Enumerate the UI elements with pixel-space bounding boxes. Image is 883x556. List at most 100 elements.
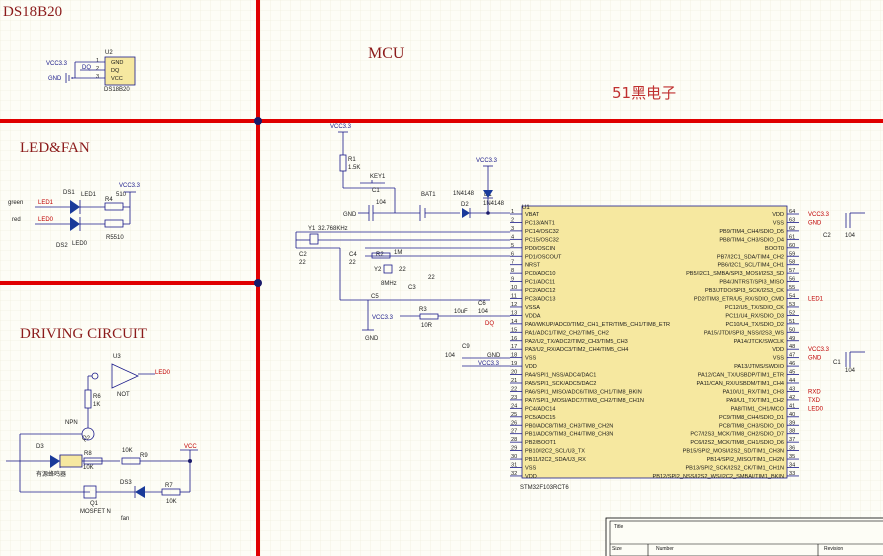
u1-right-pin-name: PA15/JTDI/SPI3_NSS/I2S3_WS bbox=[704, 330, 784, 336]
u2-pin-vcc: VCC bbox=[111, 76, 123, 82]
net-led1: LED1 bbox=[38, 200, 54, 206]
svg-text:22: 22 bbox=[428, 275, 435, 281]
svg-text:red: red bbox=[12, 217, 21, 223]
u1-left-pin-number: 25 bbox=[511, 412, 517, 418]
svg-text:C5: C5 bbox=[371, 294, 379, 300]
u1-left-pin-number: 4 bbox=[511, 234, 514, 240]
u1-right-net-label: VCC3.3 bbox=[808, 212, 830, 218]
u1-right-pin-name: PB8/TIM4_CH3/SDIO_D4 bbox=[719, 237, 784, 243]
r5-resistor bbox=[104, 219, 124, 228]
u1-left-pin-number: 2 bbox=[511, 217, 514, 223]
ds1-led-icon bbox=[70, 200, 80, 214]
u1-right-pin-number: 47 bbox=[789, 353, 795, 359]
y1-crystal-icon bbox=[309, 233, 319, 245]
u1-left-pin-number: 3 bbox=[511, 226, 514, 232]
svg-text:GND: GND bbox=[487, 353, 501, 359]
u1-right-pin-number: 51 bbox=[789, 319, 795, 325]
u1-right-pin-name: PA13/JTMS/SWDIO bbox=[734, 364, 785, 370]
svg-text:MOSFET N: MOSFET N bbox=[80, 509, 111, 515]
svg-text:1K: 1K bbox=[93, 402, 100, 408]
driving-vcc-label: VCC bbox=[184, 444, 197, 450]
svg-text:NOT: NOT bbox=[117, 392, 130, 398]
section-title-mcu: MCU bbox=[368, 45, 405, 62]
svg-text:LED0: LED0 bbox=[72, 241, 88, 247]
u1-right-pin-number: 61 bbox=[789, 234, 795, 240]
u1-left-pin-number: 32 bbox=[511, 471, 517, 477]
u1-left-pin-number: 24 bbox=[511, 403, 517, 409]
u1-right-pin-name: VSS bbox=[773, 356, 784, 362]
net-dq: DQ bbox=[485, 321, 494, 327]
svg-text:104: 104 bbox=[478, 309, 489, 315]
u1-right-pin-name: PB9/TIM4_CH4/SDIO_D5 bbox=[719, 229, 784, 235]
u1-right-pin-name: PA10/U1_RX/TIM1_CH3 bbox=[723, 389, 784, 395]
u1-left-pin-name: VDDA bbox=[525, 313, 541, 319]
r3-resistor bbox=[419, 313, 439, 320]
svg-text:10K: 10K bbox=[83, 465, 94, 471]
u1-right-pin-number: 37 bbox=[789, 437, 795, 443]
svg-text:1N4148: 1N4148 bbox=[453, 191, 475, 197]
svg-text:C2: C2 bbox=[823, 233, 831, 239]
u1-left-pin-name: VSS bbox=[525, 466, 536, 472]
title-block-size: Size bbox=[612, 546, 622, 552]
u1-left-pin-name: PA3/U2_RX/ADC3/TIM2_CH4/TIM5_CH4 bbox=[525, 347, 628, 353]
u1-right-pin-name: PB7/I2C1_SDA/TIM4_CH2 bbox=[717, 254, 784, 260]
svg-text:510: 510 bbox=[116, 192, 127, 198]
u1-right-pin-number: 62 bbox=[789, 226, 795, 232]
u1-left-pin-name: PA0/WKUP/ADC0/TIM2_CH1_ETR/TIM5_CH1/TIM8… bbox=[525, 322, 670, 328]
u1-left-pin-number: 29 bbox=[511, 446, 517, 452]
svg-text:DS1: DS1 bbox=[63, 190, 75, 196]
svg-text:104: 104 bbox=[376, 200, 387, 206]
u1-right-pin-number: 60 bbox=[789, 243, 795, 249]
u1-right-pin-number: 49 bbox=[789, 336, 795, 342]
u1-right-pin-number: 63 bbox=[789, 217, 795, 223]
svg-text:104: 104 bbox=[845, 233, 856, 239]
u1-right-pin-number: 52 bbox=[789, 310, 795, 316]
svg-text:1: 1 bbox=[96, 58, 99, 64]
u1-left-pin-name: PD0/OSCIN bbox=[525, 246, 555, 252]
u1-right-pin-number: 58 bbox=[789, 260, 795, 266]
svg-text:R5510: R5510 bbox=[106, 235, 124, 241]
svg-text:2: 2 bbox=[96, 66, 99, 72]
svg-text:104: 104 bbox=[445, 353, 456, 359]
d3-diode-icon bbox=[50, 455, 60, 468]
u1-left-pin-number: 31 bbox=[511, 463, 517, 469]
u1-right-pin-number: 35 bbox=[789, 454, 795, 460]
u1-left-pin-number: 7 bbox=[511, 260, 514, 266]
u1-left-pin-name: VSSA bbox=[525, 305, 540, 311]
svg-text:C1: C1 bbox=[372, 188, 380, 194]
svg-text:10K: 10K bbox=[166, 499, 177, 505]
u1-right-pin-number: 46 bbox=[789, 361, 795, 367]
svg-text:C1: C1 bbox=[833, 360, 841, 366]
u1-right-pin-number: 57 bbox=[789, 268, 795, 274]
svg-text:Y2: Y2 bbox=[374, 267, 382, 273]
svg-text:1M: 1M bbox=[394, 250, 402, 256]
driving-block: U3 LED0 NOT R6 1K NPN Q2 D3 有源蜂鸣器 R8 10K… bbox=[6, 354, 198, 522]
u1-left-pin-number: 8 bbox=[511, 268, 514, 274]
u2-ref: U2 bbox=[105, 50, 113, 56]
u1-right-net-label: LED0 bbox=[808, 406, 824, 412]
u1-left-pin-number: 21 bbox=[511, 378, 517, 384]
u1-left-pin-name: PB10/I2C2_SCL/U3_TX bbox=[525, 449, 585, 455]
u1-left-pin-number: 15 bbox=[511, 327, 517, 333]
u1-right-pins: 64VDD63VSS62PB9/TIM4_CH4/SDIO_D561PB8/TI… bbox=[652, 209, 799, 480]
u1-right-pin-number: 38 bbox=[789, 429, 795, 435]
u1-left-pin-number: 30 bbox=[511, 454, 517, 460]
ds18b20-body bbox=[104, 56, 136, 86]
svg-text:DS3: DS3 bbox=[120, 480, 132, 486]
net-led0-driving: LED0 bbox=[155, 370, 171, 376]
brand-watermark: 51黑电子 bbox=[612, 84, 676, 102]
svg-text:KEY1: KEY1 bbox=[370, 174, 386, 180]
ds18b20-dq-label: DQ bbox=[82, 65, 91, 71]
u1-left-pin-number: 13 bbox=[511, 310, 517, 316]
svg-text:fan: fan bbox=[121, 516, 129, 522]
u1-right-net-label: LED1 bbox=[808, 297, 824, 303]
u1-right-pin-name: PA14/JTCK/SWCLK bbox=[734, 339, 785, 345]
r4-resistor bbox=[104, 202, 124, 211]
u1-left-pin-name: PA2/U2_TX/ADC2/TIM2_CH3/TIM5_CH3 bbox=[525, 339, 628, 345]
section-title-ds18b20: DS18B20 bbox=[3, 4, 62, 20]
u1-right-pin-name: PC10/U4_TX/SDIO_D2 bbox=[726, 322, 784, 328]
